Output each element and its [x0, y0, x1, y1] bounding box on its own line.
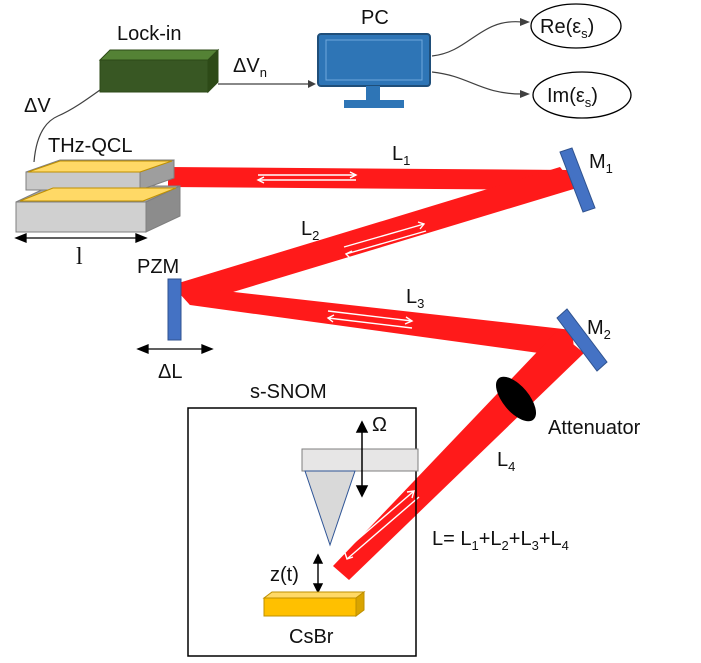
total-length-sub1: 1 — [471, 538, 478, 553]
l4-text: L — [497, 449, 508, 471]
lock-in-label: Lock-in — [117, 23, 181, 45]
tip-sample-distance-arrow — [312, 553, 324, 594]
m1-text: M — [589, 151, 606, 173]
total-length-sub3: 3 — [532, 538, 539, 553]
re-eps-output-ellipse — [530, 3, 622, 49]
tip-oscillation-arrow — [355, 420, 369, 498]
l3-subscript: 3 — [417, 296, 424, 311]
l2-subscript: 2 — [312, 228, 319, 243]
afm-tip — [304, 470, 356, 547]
total-length-plus2: +L — [479, 528, 502, 550]
total-length-equation: L= L1+L2+L3+L4 — [432, 528, 569, 553]
qcl-length-arrow — [14, 233, 148, 243]
total-length-plus3: +L — [509, 528, 532, 550]
lock-in-amplifier — [98, 48, 220, 94]
thz-qcl-laser — [15, 89, 181, 233]
qcl-wire — [33, 89, 101, 163]
delta-vn-text: ΔV — [233, 55, 260, 77]
afm-cantilever — [301, 448, 419, 472]
lockin-to-pc-signal — [218, 80, 316, 88]
arrow-to-im-eps — [520, 90, 530, 98]
l1-text: L — [392, 143, 403, 165]
m2-label: M2 — [587, 317, 611, 342]
total-length-plus4: +L — [539, 528, 562, 550]
delta-l-label: ΔL — [158, 361, 182, 383]
pzm-displacement-arrow — [136, 344, 214, 354]
mirror-m2 — [556, 308, 608, 372]
l2-text: L — [301, 218, 312, 240]
pc-output-arrows — [431, 21, 523, 95]
attenuator-label: Attenuator — [548, 417, 641, 439]
csbr-label: CsBr — [289, 626, 334, 648]
re-eps-text: Re(ε — [540, 16, 581, 38]
qcl-gold-contact-bottom — [19, 187, 177, 202]
re-eps-subscript: s — [581, 26, 588, 41]
l3-label: L3 — [406, 286, 424, 311]
im-eps-text: Im(ε — [547, 85, 585, 107]
zt-label: z(t) — [270, 564, 299, 586]
m1-label: M1 — [589, 151, 613, 176]
delta-v-label: ΔV — [24, 95, 51, 117]
csbr-sample — [262, 591, 366, 617]
m2-subscript: 2 — [604, 327, 611, 342]
total-length-sub4: 4 — [562, 538, 569, 553]
total-length-sub2: 2 — [502, 538, 509, 553]
s-snom-label: s-SNOM — [250, 381, 327, 403]
beam-direction-arrows — [256, 171, 427, 560]
re-eps-close: ) — [588, 16, 595, 38]
re-eps-label: Re(εs) — [540, 16, 594, 41]
pc-label: PC — [361, 7, 389, 29]
m2-text: M — [587, 317, 604, 339]
s-snom-box — [187, 407, 417, 657]
delta-vn-label: ΔVn — [233, 55, 267, 80]
attenuator — [495, 376, 537, 422]
piezo-mirror-pzm — [167, 278, 182, 341]
l4-label: L4 — [497, 449, 515, 474]
im-eps-label: Im(εs) — [547, 85, 598, 110]
mirror-m1 — [559, 147, 596, 213]
arrow-to-re-eps — [520, 18, 530, 26]
beam-segment-l3 — [172, 285, 575, 358]
l2-label: L2 — [301, 218, 319, 243]
l1-label: L1 — [392, 143, 410, 168]
im-eps-subscript: s — [585, 95, 592, 110]
l3-text: L — [406, 286, 417, 308]
pzm-label: PZM — [137, 256, 179, 278]
omega-label: Ω — [372, 414, 387, 436]
l4-subscript: 4 — [508, 459, 515, 474]
beam-segment-l2 — [172, 167, 577, 305]
qcl-gold-contact-top — [27, 160, 173, 173]
thz-qcl-label: THz-QCL — [48, 135, 132, 157]
beam-segment-l1 — [168, 167, 570, 190]
im-eps-output-ellipse — [532, 71, 632, 119]
delta-vn-subscript: n — [260, 65, 267, 80]
laser-beam-path — [168, 167, 584, 580]
l1-subscript: 1 — [403, 153, 410, 168]
im-eps-close: ) — [591, 85, 598, 107]
qcl-length-label: l — [76, 244, 83, 270]
total-length-prefix: L= L — [432, 528, 471, 550]
pc-monitor-icon — [317, 33, 431, 108]
m1-subscript: 1 — [606, 161, 613, 176]
